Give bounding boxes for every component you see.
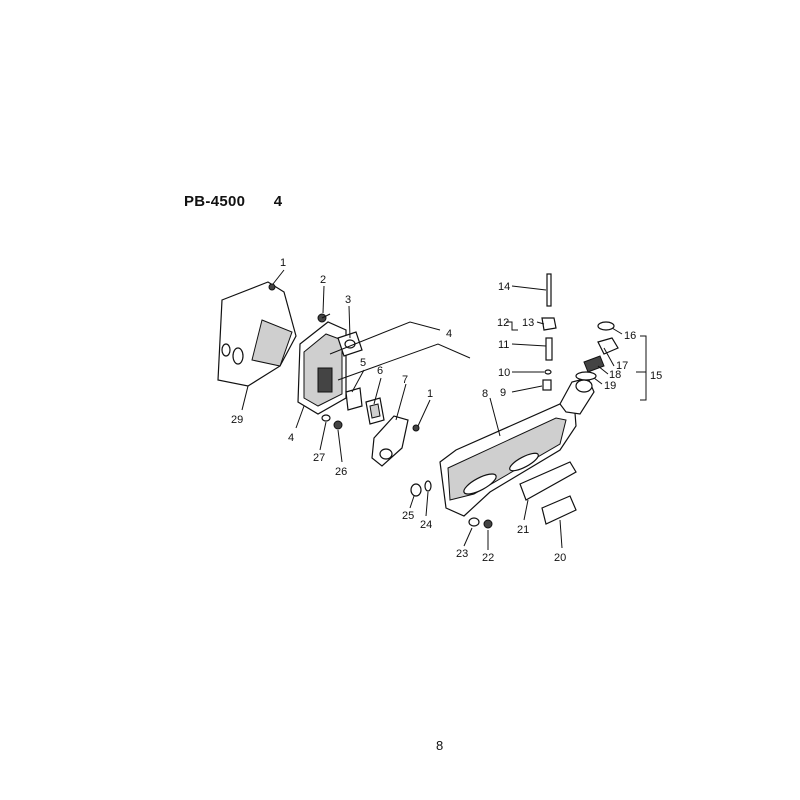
part-deflector-7 [371,415,409,467]
part-rear-cover [217,281,297,387]
callout-9: 9 [500,387,506,399]
callout-19: 19 [604,380,616,392]
callout-27: 27 [313,452,325,464]
part-spacer-11 [545,337,553,361]
diagram-title: PB-4500 4 [184,193,282,210]
callout-20: 20 [554,552,566,564]
callout-14: 14 [498,281,510,293]
callout-26: 26 [335,466,347,478]
callout-2: 2 [320,274,326,286]
part-nut-25 [410,483,422,497]
callout-6: 6 [377,365,383,377]
part-screw-1-right [412,424,420,432]
callout-23: 23 [456,548,468,560]
callout-10: 10 [498,367,510,379]
part-ring-10 [544,369,552,375]
callout-17: 17 [616,360,628,372]
part-washer-24 [424,480,432,492]
callout-25: 25 [402,510,414,522]
callout-21: 21 [517,524,529,536]
part-screen-18 [583,355,605,373]
part-stud-14 [546,273,552,307]
callout-3: 3 [345,294,351,306]
part-gasket-3 [337,331,363,357]
part-bolt-2 [317,313,331,323]
callout-15: 15 [650,370,662,382]
section-number: 4 [273,193,283,210]
part-washer-23 [468,517,480,527]
part-bushing-9 [542,379,552,391]
leader-lines [241,269,647,550]
model-number: PB-4500 [184,193,246,210]
callout-18: 18 [609,369,621,381]
part-nut-13 [541,317,557,331]
callout-11: 11 [498,339,509,351]
part-screw-1-top [268,283,276,291]
callout-8: 8 [482,388,488,400]
part-bolt-22 [483,519,493,529]
part-cap-17 [597,337,619,355]
callout-4-right: 4 [446,328,452,340]
part-washer-27 [321,414,331,422]
callout-16: 16 [624,330,636,342]
callout-5: 5 [360,357,366,369]
part-gasket-19 [575,371,597,381]
part-plate-21 [519,461,577,501]
callout-29: 29 [231,414,243,426]
callout-4-left: 4 [288,432,294,444]
part-plate-20 [541,495,577,525]
callout-1-right: 1 [427,388,433,400]
callout-24: 24 [420,519,432,531]
callout-1-top: 1 [280,257,286,269]
callout-labels: 1 2 3 4 5 6 7 4 1 29 4 27 26 8 14 12 13 … [231,257,662,564]
callout-12: 12 [497,317,509,329]
part-gasket-5 [345,387,363,411]
callout-13: 13 [522,317,534,329]
callout-22: 22 [482,552,494,564]
part-ring-16 [597,321,615,331]
part-muffler-cover [297,321,347,415]
part-bolt-26 [333,420,343,430]
callout-7: 7 [402,374,408,386]
part-muffler-body [439,377,595,517]
page-number: 8 [436,738,444,753]
part-plate-6 [365,397,385,425]
